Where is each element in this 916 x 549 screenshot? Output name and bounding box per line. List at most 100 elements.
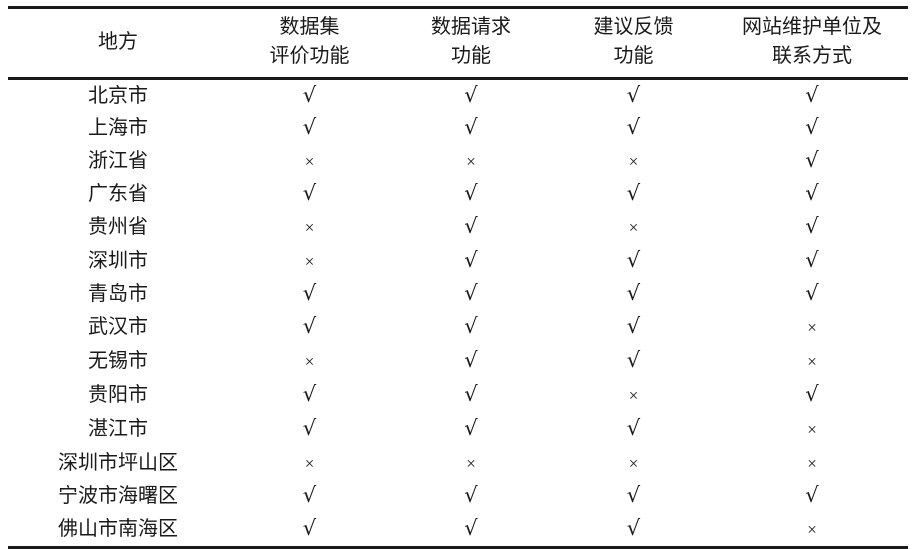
feature-mark-cell: √ [716,480,908,512]
check-icon: √ [626,181,641,205]
table-row: 浙江省×××√ [8,144,908,178]
cross-icon: × [807,318,817,337]
region-name-cell: 无锡市 [88,350,148,372]
check-icon: √ [464,248,478,272]
cross-icon: × [304,152,315,171]
column-header-data-request: 数据请求 功能 [431,16,511,67]
check-icon: √ [464,348,478,372]
cross-icon: × [628,218,639,237]
feature-mark-cell: × [716,344,908,378]
check-icon: √ [464,115,478,139]
feature-comparison-table: 地方 数据集 评价功能 数据请求 功能 建议反馈 功能 网站维护单位及 联系方式… [8,6,908,549]
table-row: 深圳市×√√√ [8,244,908,278]
feature-mark-cell: × [228,210,391,244]
feature-mark-cell: √ [551,344,716,378]
table-row: 湛江市√√√× [8,412,908,446]
cross-icon: × [628,386,639,405]
feature-mark-cell: √ [391,178,551,210]
cross-icon: × [304,218,315,237]
feature-mark-cell: √ [391,79,551,113]
feature-mark-cell: √ [551,178,716,210]
region-name-cell: 深圳市 [88,250,148,272]
check-icon: √ [805,115,819,139]
column-header-dataset-evaluation: 数据集 评价功能 [269,16,350,67]
check-icon: √ [626,416,641,440]
region-name-cell: 武汉市 [88,316,148,338]
feature-mark-cell: √ [716,244,908,278]
check-icon: √ [302,416,317,440]
feature-mark-cell: √ [228,480,391,512]
feature-mark-cell: √ [551,278,716,310]
table-body: 北京市√√√√上海市√√√√浙江省×××√广东省√√√√贵州省×√×√深圳市×√… [8,79,908,548]
feature-mark-cell: √ [716,210,908,244]
feature-mark-cell: √ [391,278,551,310]
check-icon: √ [302,483,317,507]
cross-icon: × [807,352,817,371]
check-icon: √ [302,382,317,406]
feature-mark-cell: √ [551,480,716,512]
cross-icon: × [304,454,315,473]
feature-mark-cell: √ [716,378,908,412]
table-row: 贵阳市 √ √ × √ [8,378,908,412]
feature-mark-cell: √ [391,112,551,144]
feature-mark-cell: × [551,144,716,178]
column-header-place: 地方 [98,30,138,53]
feature-mark-cell: × [228,144,391,178]
region-name-cell: 广东省 [88,183,148,205]
feature-mark-cell: × [228,344,391,378]
feature-mark-cell: √ [228,112,391,144]
check-icon: √ [464,382,478,406]
table-row: 广东省 √ √ √ √ [8,178,908,210]
check-icon: √ [626,483,641,507]
check-icon: √ [805,248,819,272]
region-name-cell: 贵阳市 [88,384,148,406]
check-icon: √ [626,314,641,338]
table-header: 地方 数据集 评价功能 数据请求 功能 建议反馈 功能 网站维护单位及 联系方式 [8,7,908,79]
check-icon: √ [805,181,819,205]
region-name-cell: 贵州省 [88,216,148,238]
feature-mark-cell: √ [228,512,391,548]
region-name-cell: 上海市 [88,117,148,139]
table-row: 青岛市√√√√ [8,278,908,310]
table-row: 深圳市坪山区×××× [8,446,908,480]
feature-mark-cell: √ [228,178,391,210]
check-icon: √ [302,181,317,205]
check-icon: √ [805,382,819,406]
cross-icon: × [807,520,817,539]
feature-mark-cell: √ [716,178,908,210]
feature-mark-cell: × [716,310,908,344]
check-icon: √ [302,314,317,338]
check-icon: √ [464,483,478,507]
cross-icon: × [466,152,476,171]
region-name-cell: 北京市 [88,85,148,107]
feature-mark-cell: √ [391,210,551,244]
region-name-cell: 浙江省 [88,150,148,172]
feature-mark-cell: √ [391,512,551,548]
check-icon: √ [626,248,641,272]
check-icon: √ [626,281,641,305]
check-icon: √ [464,416,478,440]
feature-mark-cell: × [551,446,716,480]
feature-mark-cell: √ [228,79,391,113]
feature-mark-cell: √ [551,412,716,446]
check-icon: √ [464,181,478,205]
cross-icon: × [628,454,639,473]
feature-mark-cell: × [228,446,391,480]
feature-mark-cell: √ [228,278,391,310]
cross-icon: × [807,420,817,439]
comparison-table-container: 地方 数据集 评价功能 数据请求 功能 建议反馈 功能 网站维护单位及 联系方式… [8,6,908,549]
feature-mark-cell: √ [228,310,391,344]
check-icon: √ [805,83,819,107]
check-icon: √ [302,115,317,139]
feature-mark-cell: √ [716,112,908,144]
table-row: 无锡市 × √ √ × [8,344,908,378]
check-icon: √ [805,214,819,238]
feature-mark-cell: √ [716,144,908,178]
column-header-site-maintainer-contact: 网站维护单位及 联系方式 [742,16,882,67]
table-row: 武汉市 √ √ √ × [8,310,908,344]
feature-mark-cell: √ [551,244,716,278]
check-icon: √ [805,281,819,305]
check-icon: √ [464,314,478,338]
check-icon: √ [464,214,478,238]
feature-mark-cell: √ [391,344,551,378]
